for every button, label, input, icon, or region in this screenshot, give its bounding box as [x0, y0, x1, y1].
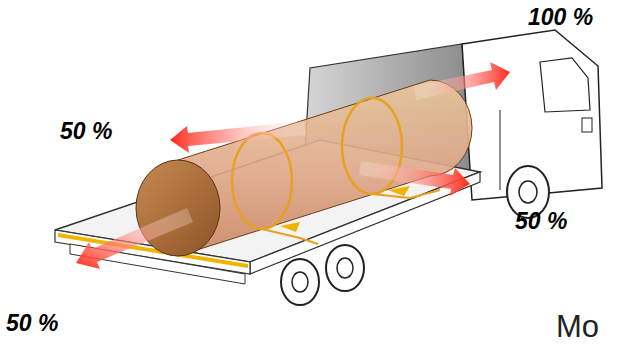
cab-window — [540, 58, 590, 112]
wheel-hub — [519, 181, 537, 203]
lashing-strap — [232, 133, 292, 229]
strap-tension — [262, 229, 318, 244]
chock — [388, 186, 410, 196]
cab-light — [582, 118, 592, 132]
force-percentage: 100 % — [528, 4, 593, 31]
cylinder-load — [178, 80, 472, 256]
force-percentage: 50 % — [6, 310, 58, 337]
force-arrow — [76, 208, 193, 269]
force-percentage: 50 % — [515, 208, 567, 235]
wheel-hub — [337, 258, 353, 278]
rear-wheel — [326, 245, 364, 291]
force-arrow — [414, 62, 510, 100]
force-arrow — [359, 161, 470, 196]
wheel-hub — [292, 272, 308, 292]
chock — [280, 222, 300, 232]
force-percentage: 50 % — [60, 118, 112, 145]
cut-off-text: Mo — [556, 309, 599, 345]
rear-wheel — [281, 259, 319, 305]
cylinder-end — [136, 160, 220, 256]
cab-door-line — [500, 110, 501, 190]
force-arrow — [170, 121, 306, 153]
